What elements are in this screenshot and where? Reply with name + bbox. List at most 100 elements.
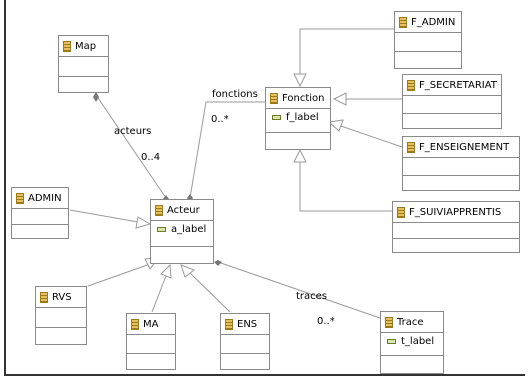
class-header: ENS <box>221 314 269 335</box>
attribute[interactable]: a_label <box>151 221 213 237</box>
multiplicity-traces: 0..* <box>317 316 335 327</box>
class-name: RVS <box>52 291 72 303</box>
class-icon <box>155 204 163 216</box>
gen-fsuivi-fonction <box>299 160 392 212</box>
class-name: ENS <box>237 318 258 330</box>
gen-admin-acteur <box>69 209 139 223</box>
attributes-compartment <box>403 96 501 114</box>
attributes-compartment <box>59 57 108 77</box>
class-name: ADMIN <box>28 192 62 204</box>
diamond-acteur-fonction <box>187 194 193 203</box>
class-rvs[interactable]: RVS <box>35 286 87 345</box>
class-name: Fonction <box>282 92 325 104</box>
class-header: Acteur <box>151 200 213 221</box>
class-icon <box>270 92 278 104</box>
attributes-compartment <box>36 308 86 328</box>
class-ens[interactable]: ENS <box>220 313 270 370</box>
attribute-icon <box>272 114 281 120</box>
role-label-acteurs: acteurs <box>114 126 152 137</box>
attributes-compartment <box>12 209 68 225</box>
class-name: F_ENSEIGNEMENT <box>419 141 510 153</box>
class-f-suiviapprentis[interactable]: F_SUIVIAPPRENTIS <box>392 201 520 253</box>
class-header: MA <box>127 314 175 335</box>
attributes-compartment <box>393 223 519 239</box>
attribute-label: f_label <box>286 111 319 123</box>
class-icon <box>16 192 24 204</box>
class-header: RVS <box>36 287 86 308</box>
gen-arrow-ens <box>180 264 196 278</box>
class-acteur[interactable]: Acteur a_label <box>150 199 214 264</box>
class-icon <box>407 141 415 153</box>
class-header: Trace <box>381 312 443 333</box>
diamond-acteur-trace <box>214 260 222 266</box>
operations-compartment <box>403 176 519 192</box>
diamond-map <box>93 92 99 102</box>
class-name: Acteur <box>167 204 200 216</box>
operations-compartment <box>12 225 68 240</box>
edge-acteur-fonction <box>189 101 266 199</box>
class-icon <box>131 318 139 330</box>
attribute[interactable]: f_label <box>266 109 330 125</box>
class-header: F_ADMIN <box>395 12 461 33</box>
class-header: ADMIN <box>12 188 68 209</box>
edge-map-acteur <box>95 94 167 199</box>
role-label-fonctions: fonctions <box>212 89 258 100</box>
operations-compartment <box>381 356 443 374</box>
attribute-icon <box>387 338 396 344</box>
gen-arrow-fsuivi <box>293 148 307 163</box>
attributes-compartment <box>395 33 461 52</box>
attributes-compartment <box>127 335 175 354</box>
class-trace[interactable]: Trace t_label <box>380 311 444 374</box>
class-icon <box>63 40 71 52</box>
operations-compartment <box>395 52 461 70</box>
attributes-compartment <box>221 335 269 354</box>
gen-arrow-fadmin <box>293 73 307 88</box>
class-icon <box>397 206 405 218</box>
class-name: Map <box>75 40 97 52</box>
class-icon <box>399 16 407 28</box>
gen-fadmin-fonction <box>299 28 394 76</box>
class-header: Fonction <box>266 88 330 109</box>
gen-ma-acteur <box>151 275 167 313</box>
operations-compartment <box>403 114 501 130</box>
class-admin[interactable]: ADMIN <box>11 187 69 239</box>
class-icon <box>385 316 393 328</box>
edge-acteur-trace <box>217 261 381 319</box>
gen-arrow-fenseignement <box>327 119 344 132</box>
attributes-compartment <box>403 158 519 176</box>
class-icon <box>40 291 48 303</box>
operations-compartment <box>59 77 108 94</box>
gen-ens-acteur <box>189 272 231 313</box>
class-name: F_SUIVIAPPRENTIS <box>409 206 502 218</box>
attributes-compartment: a_label <box>151 221 213 247</box>
class-map[interactable]: Map <box>58 35 109 93</box>
attributes-compartment: t_label <box>381 333 443 356</box>
attribute-label: t_label <box>401 335 435 347</box>
class-f-admin[interactable]: F_ADMIN <box>394 11 462 69</box>
class-header: F_SUIVIAPPRENTIS <box>393 202 519 223</box>
gen-arrow-fsecretariat <box>332 92 347 106</box>
class-icon <box>407 79 415 91</box>
class-name: F_SECRETARIAT <box>419 79 497 91</box>
class-header: F_SECRETARIAT <box>403 75 501 96</box>
multiplicity-fonctions: 0..* <box>211 114 229 125</box>
operations-compartment <box>151 247 213 265</box>
class-header: Map <box>59 36 108 57</box>
class-f-enseignement[interactable]: F_ENSEIGNEMENT <box>402 136 520 191</box>
class-icon <box>225 318 233 330</box>
attribute[interactable]: t_label <box>381 333 443 349</box>
operations-compartment <box>266 133 330 151</box>
attributes-compartment: f_label <box>266 109 330 133</box>
class-fonction[interactable]: Fonction f_label <box>265 87 331 150</box>
role-label-traces: traces <box>296 291 328 302</box>
canvas-frame <box>4 0 525 376</box>
class-ma[interactable]: MA <box>126 313 176 370</box>
class-f-secretariat[interactable]: F_SECRETARIAT <box>402 74 502 129</box>
class-name: MA <box>143 318 159 330</box>
class-name: Trace <box>397 316 424 328</box>
multiplicity-acteurs: 0..4 <box>141 152 161 163</box>
operations-compartment <box>393 239 519 254</box>
gen-arrow-admin <box>135 216 152 229</box>
class-header: F_ENSEIGNEMENT <box>403 137 519 158</box>
